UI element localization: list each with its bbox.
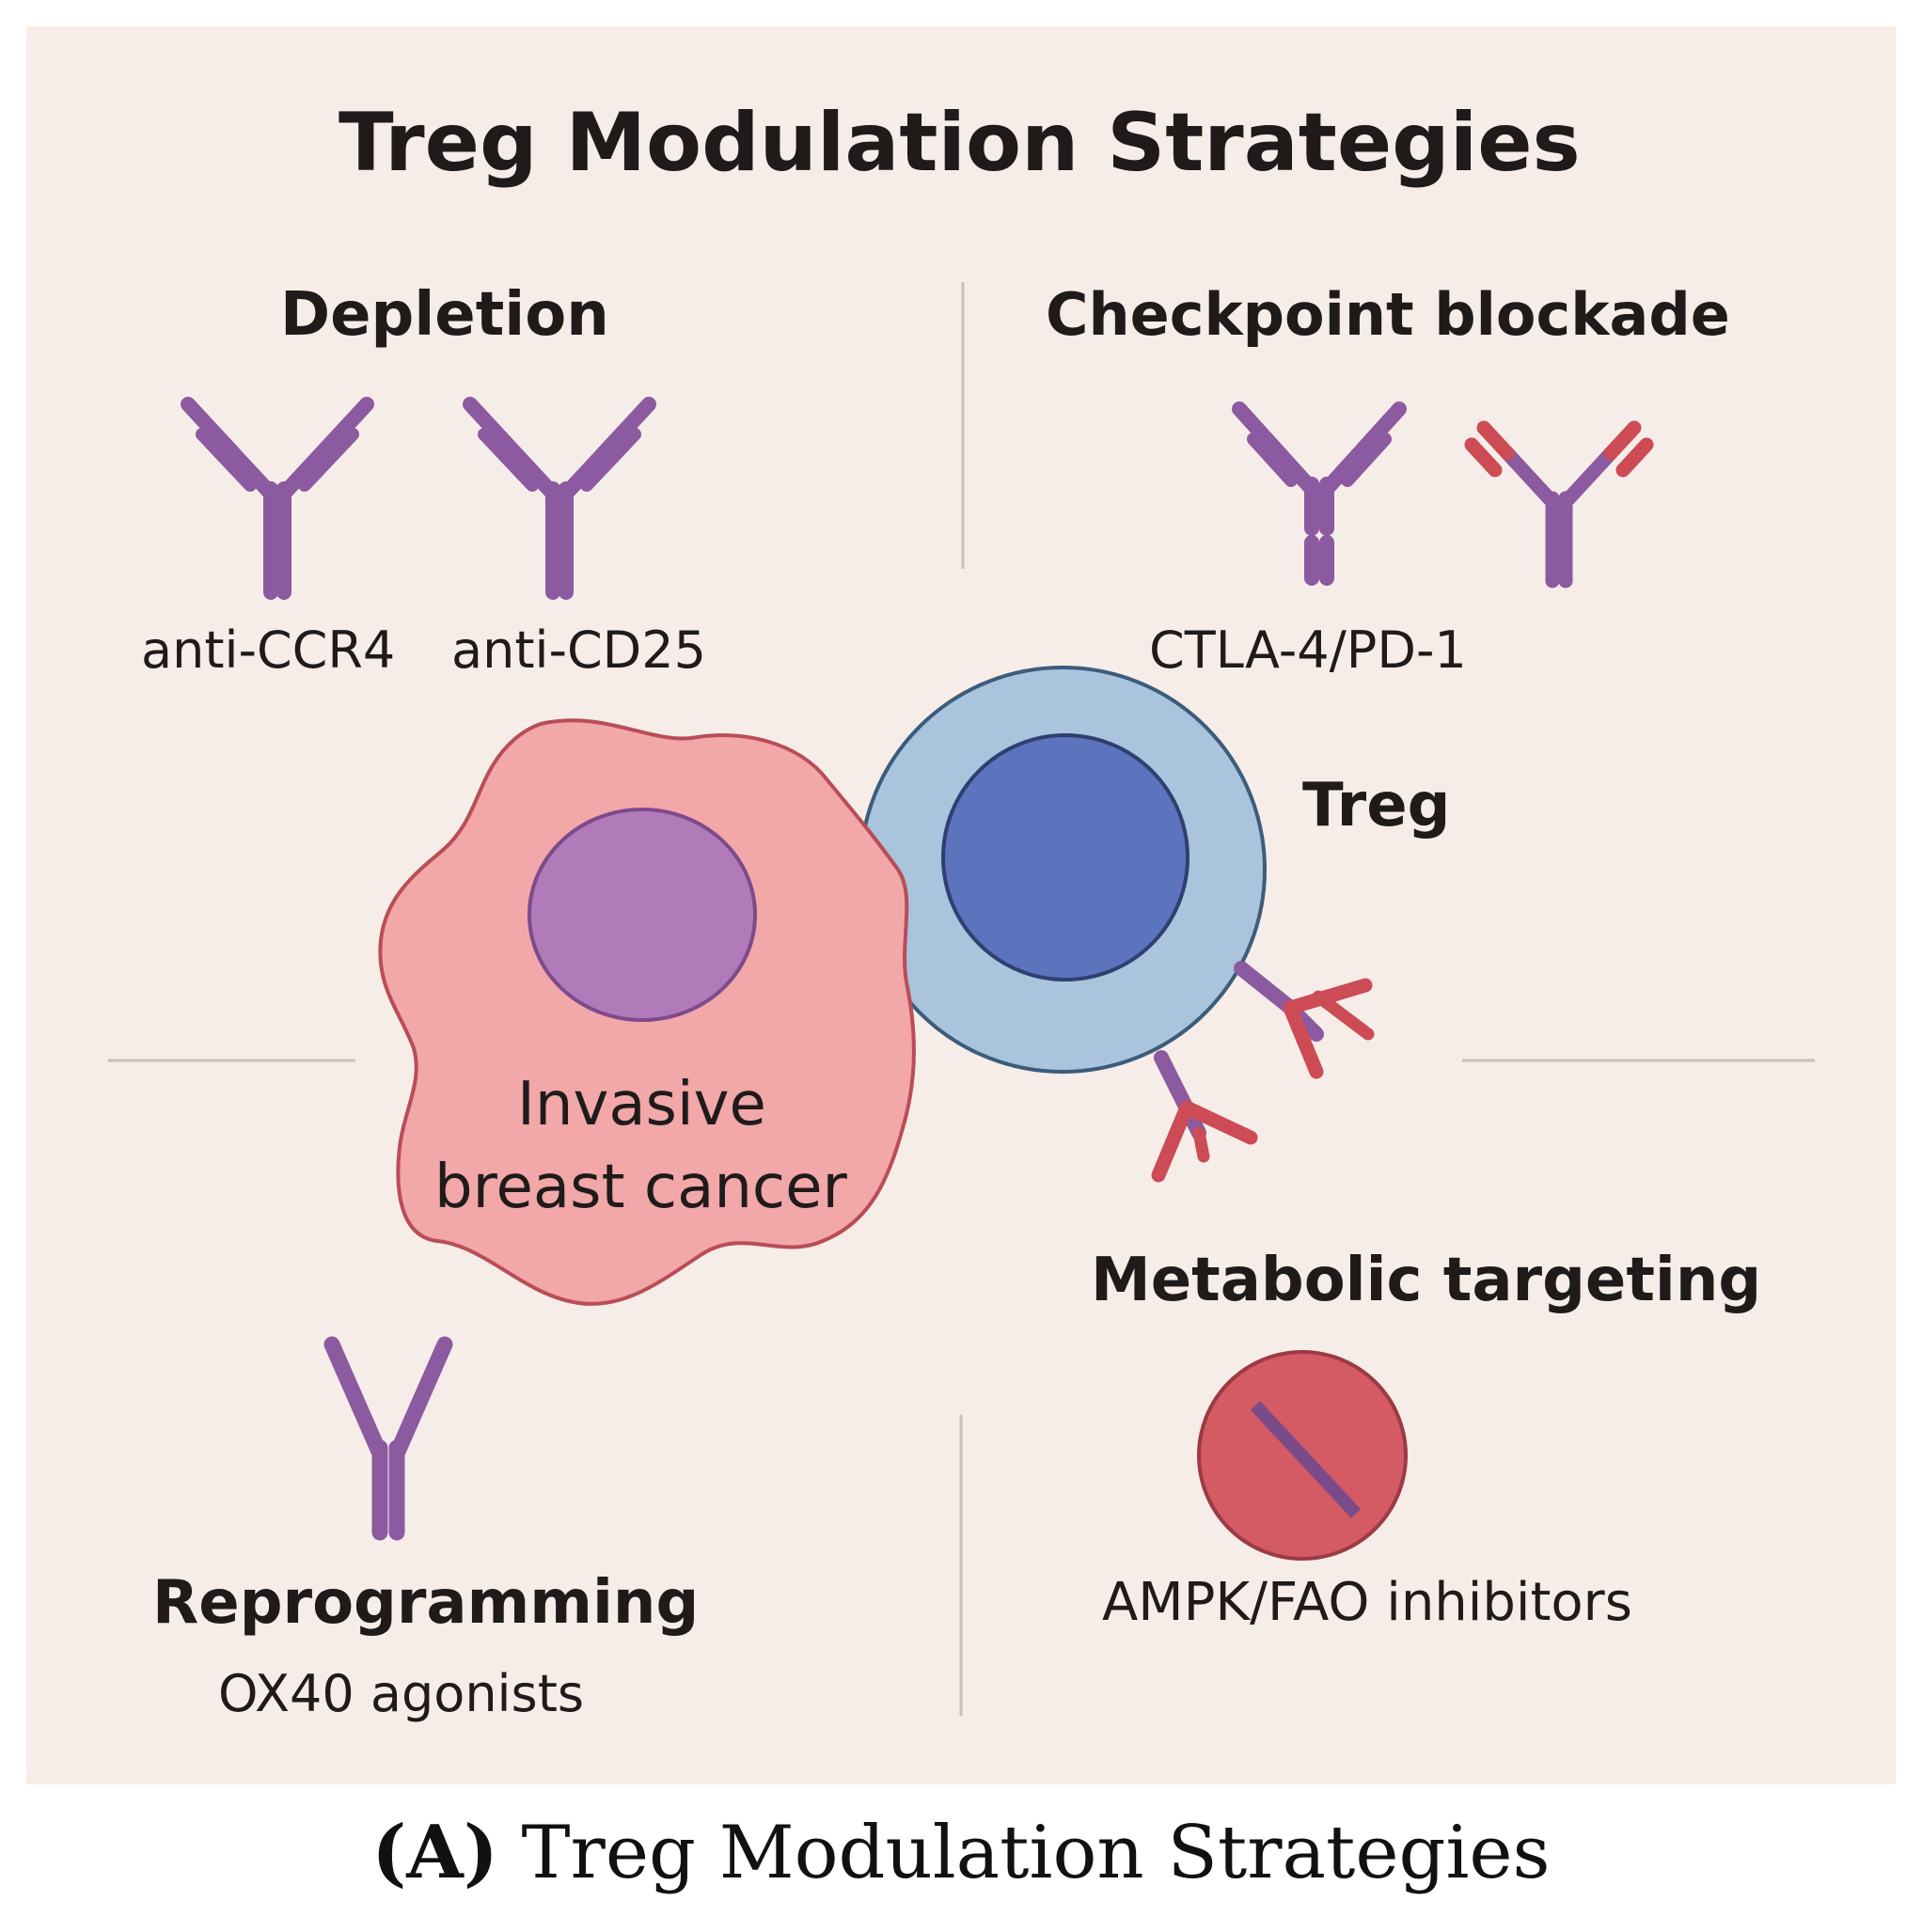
cancer-label-line2: breast cancer bbox=[434, 1153, 847, 1222]
cancer-label-line1: Invasive bbox=[517, 1070, 766, 1139]
ampk-fao-label: AMPK/FAO inhibitors bbox=[1102, 1572, 1632, 1633]
figure-caption: (A) Treg Modulation Strategies bbox=[0, 1810, 1922, 1895]
cancer-nucleus bbox=[528, 808, 757, 1022]
checkpoint-heading: Checkpoint blockade bbox=[1046, 280, 1730, 349]
caption-text: Treg Modulation Strategies bbox=[521, 1811, 1551, 1895]
depletion-heading: Depletion bbox=[280, 280, 609, 350]
antibody-anti-ccr4-icon bbox=[181, 397, 374, 600]
treg-nucleus bbox=[941, 733, 1189, 982]
antibody-ctla4-icon bbox=[1232, 401, 1407, 586]
ox40-label: OX40 agonists bbox=[218, 1664, 584, 1723]
antibody-pd1-icon bbox=[1464, 420, 1654, 589]
reprogramming-heading: Reprogramming bbox=[152, 1568, 700, 1638]
treg-receptor-2-icon bbox=[1151, 1050, 1258, 1183]
treg-label: Treg bbox=[1302, 771, 1451, 840]
metabolic-heading: Metabolic targeting bbox=[1091, 1246, 1762, 1315]
anti-cd25-label: anti-CD25 bbox=[451, 620, 706, 680]
antibody-anti-cd25-icon bbox=[463, 397, 656, 600]
antibody-ox40-icon bbox=[323, 1336, 453, 1541]
caption-label: (A) bbox=[371, 1810, 498, 1895]
diagram-title: Treg Modulation Strategies bbox=[339, 96, 1581, 190]
treg-receptor-1-icon bbox=[1234, 961, 1375, 1079]
ctla4-pd1-label: CTLA-4/PD-1 bbox=[1149, 620, 1467, 680]
inhibitor-icon bbox=[1197, 1350, 1408, 1561]
anti-ccr4-label: anti-CCR4 bbox=[141, 620, 396, 680]
